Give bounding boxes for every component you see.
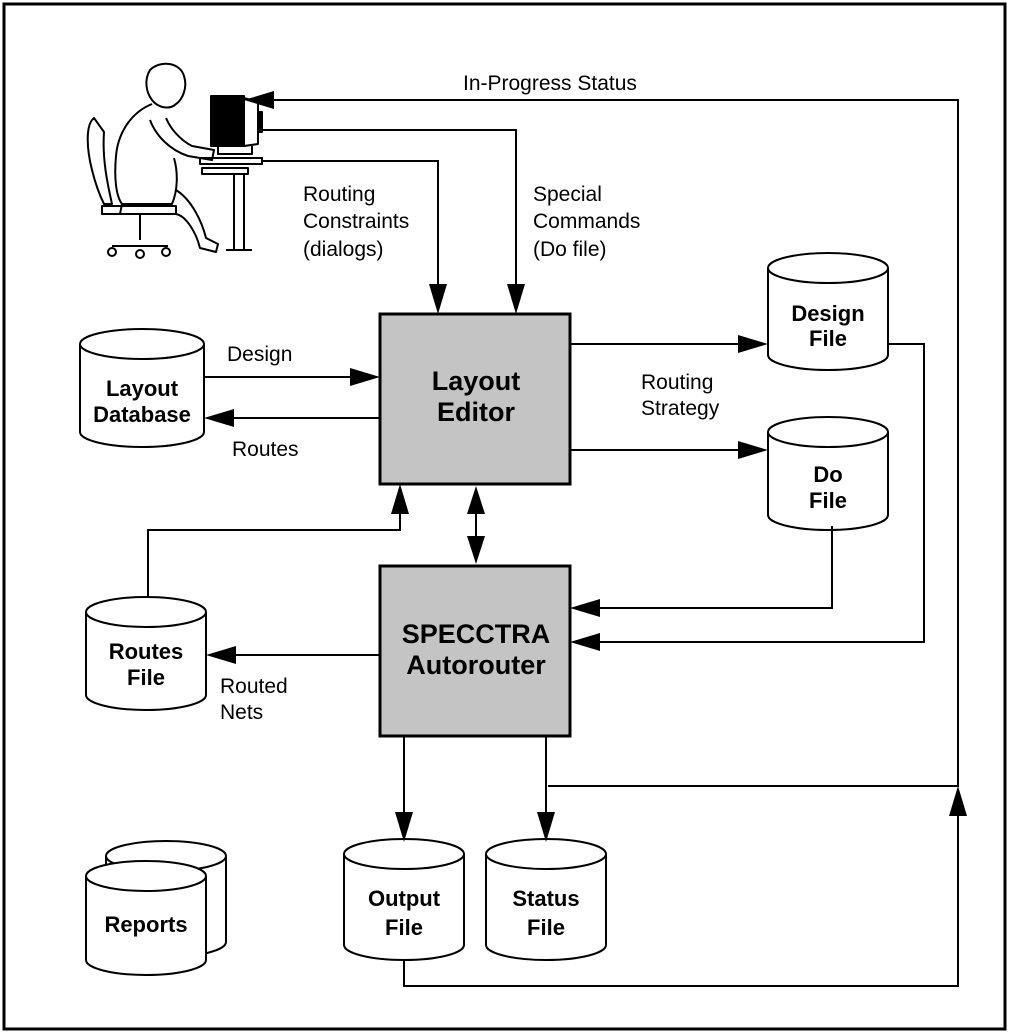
reports-cylinders <box>85 840 227 976</box>
specctra-autorouter-box <box>378 564 572 738</box>
design-label: Design <box>227 343 292 366</box>
routed-nets-label-2: Nets <box>220 701 263 724</box>
do-file-label-2: File <box>809 488 847 513</box>
editor-to-design-file-arrowhead <box>738 335 768 353</box>
editor-to-do-file-arrowhead <box>738 441 768 459</box>
status-file-cylinder <box>485 838 607 961</box>
routes-file-cylinder <box>85 596 207 711</box>
special-commands-line <box>262 129 517 286</box>
layout-database-cylinder <box>79 328 205 448</box>
routed-nets-arrowhead <box>206 646 236 664</box>
status-file-label-2: File <box>527 915 565 940</box>
routing-constraints-label-2: Constraints <box>303 210 409 233</box>
routing-strategy-label-2: Strategy <box>641 397 720 420</box>
layout-editor-label-2: Editor <box>437 397 515 427</box>
in-progress-status-arrowhead <box>244 91 274 109</box>
routes-file-label-2: File <box>127 665 165 690</box>
special-commands-arrowhead <box>507 284 525 314</box>
special-commands-label-1: Special <box>533 183 602 206</box>
routing-constraints-arrowhead <box>429 284 447 314</box>
routes-file-to-editor-line <box>147 512 401 597</box>
do-file-to-autorouter-line <box>598 526 833 609</box>
routing-constraints-line <box>262 160 439 286</box>
special-commands-label-3: (Do file) <box>533 238 607 261</box>
do-file-to-autorouter-arrowhead <box>570 599 600 617</box>
status-file-label-1: Status <box>512 886 579 911</box>
autorouter-to-status-arrowhead <box>537 812 555 842</box>
design-file-cylinder <box>767 252 889 371</box>
output-to-status-loop-line <box>403 814 959 987</box>
routing-strategy-label-1: Routing <box>641 371 713 394</box>
bidirectional-down-arrowhead <box>467 536 485 564</box>
design-arrowhead <box>350 368 380 386</box>
do-file-label-1: Do <box>813 462 842 487</box>
layout-editor-box <box>378 312 572 486</box>
routes-label: Routes <box>232 438 299 461</box>
reports-label: Reports <box>104 912 187 937</box>
routing-constraints-label-3: (dialogs) <box>303 238 384 261</box>
layout-database-label-2: Database <box>93 402 191 427</box>
autorouter-label-2: Autorouter <box>406 650 546 680</box>
layout-database-label-1: Layout <box>106 376 179 401</box>
special-commands-label-2: Commands <box>533 210 640 233</box>
status-loop-up-arrowhead <box>949 786 967 816</box>
user-at-workstation-icon <box>86 62 263 259</box>
output-file-label-2: File <box>385 915 423 940</box>
output-file-label-1: Output <box>368 886 441 911</box>
design-file-label-2: File <box>809 326 847 351</box>
in-progress-status-line <box>272 99 959 787</box>
design-file-to-autorouter-line <box>598 343 925 643</box>
autorouter-label-1: SPECCTRA <box>402 619 551 649</box>
routes-file-label-1: Routes <box>109 639 184 664</box>
routes-arrowhead <box>204 409 234 427</box>
routing-constraints-label-1: Routing <box>303 183 375 206</box>
autorouter-to-output-arrowhead <box>395 812 413 842</box>
routes-file-to-editor-arrowhead <box>391 484 409 514</box>
in-progress-status-label: In-Progress Status <box>463 72 637 95</box>
do-file-cylinder <box>767 416 889 531</box>
design-file-label-1: Design <box>791 301 864 326</box>
bidirectional-up-arrowhead <box>467 486 485 514</box>
layout-editor-label-1: Layout <box>432 366 521 396</box>
routed-nets-label-1: Routed <box>220 675 288 698</box>
design-file-to-autorouter-arrowhead <box>570 633 600 651</box>
